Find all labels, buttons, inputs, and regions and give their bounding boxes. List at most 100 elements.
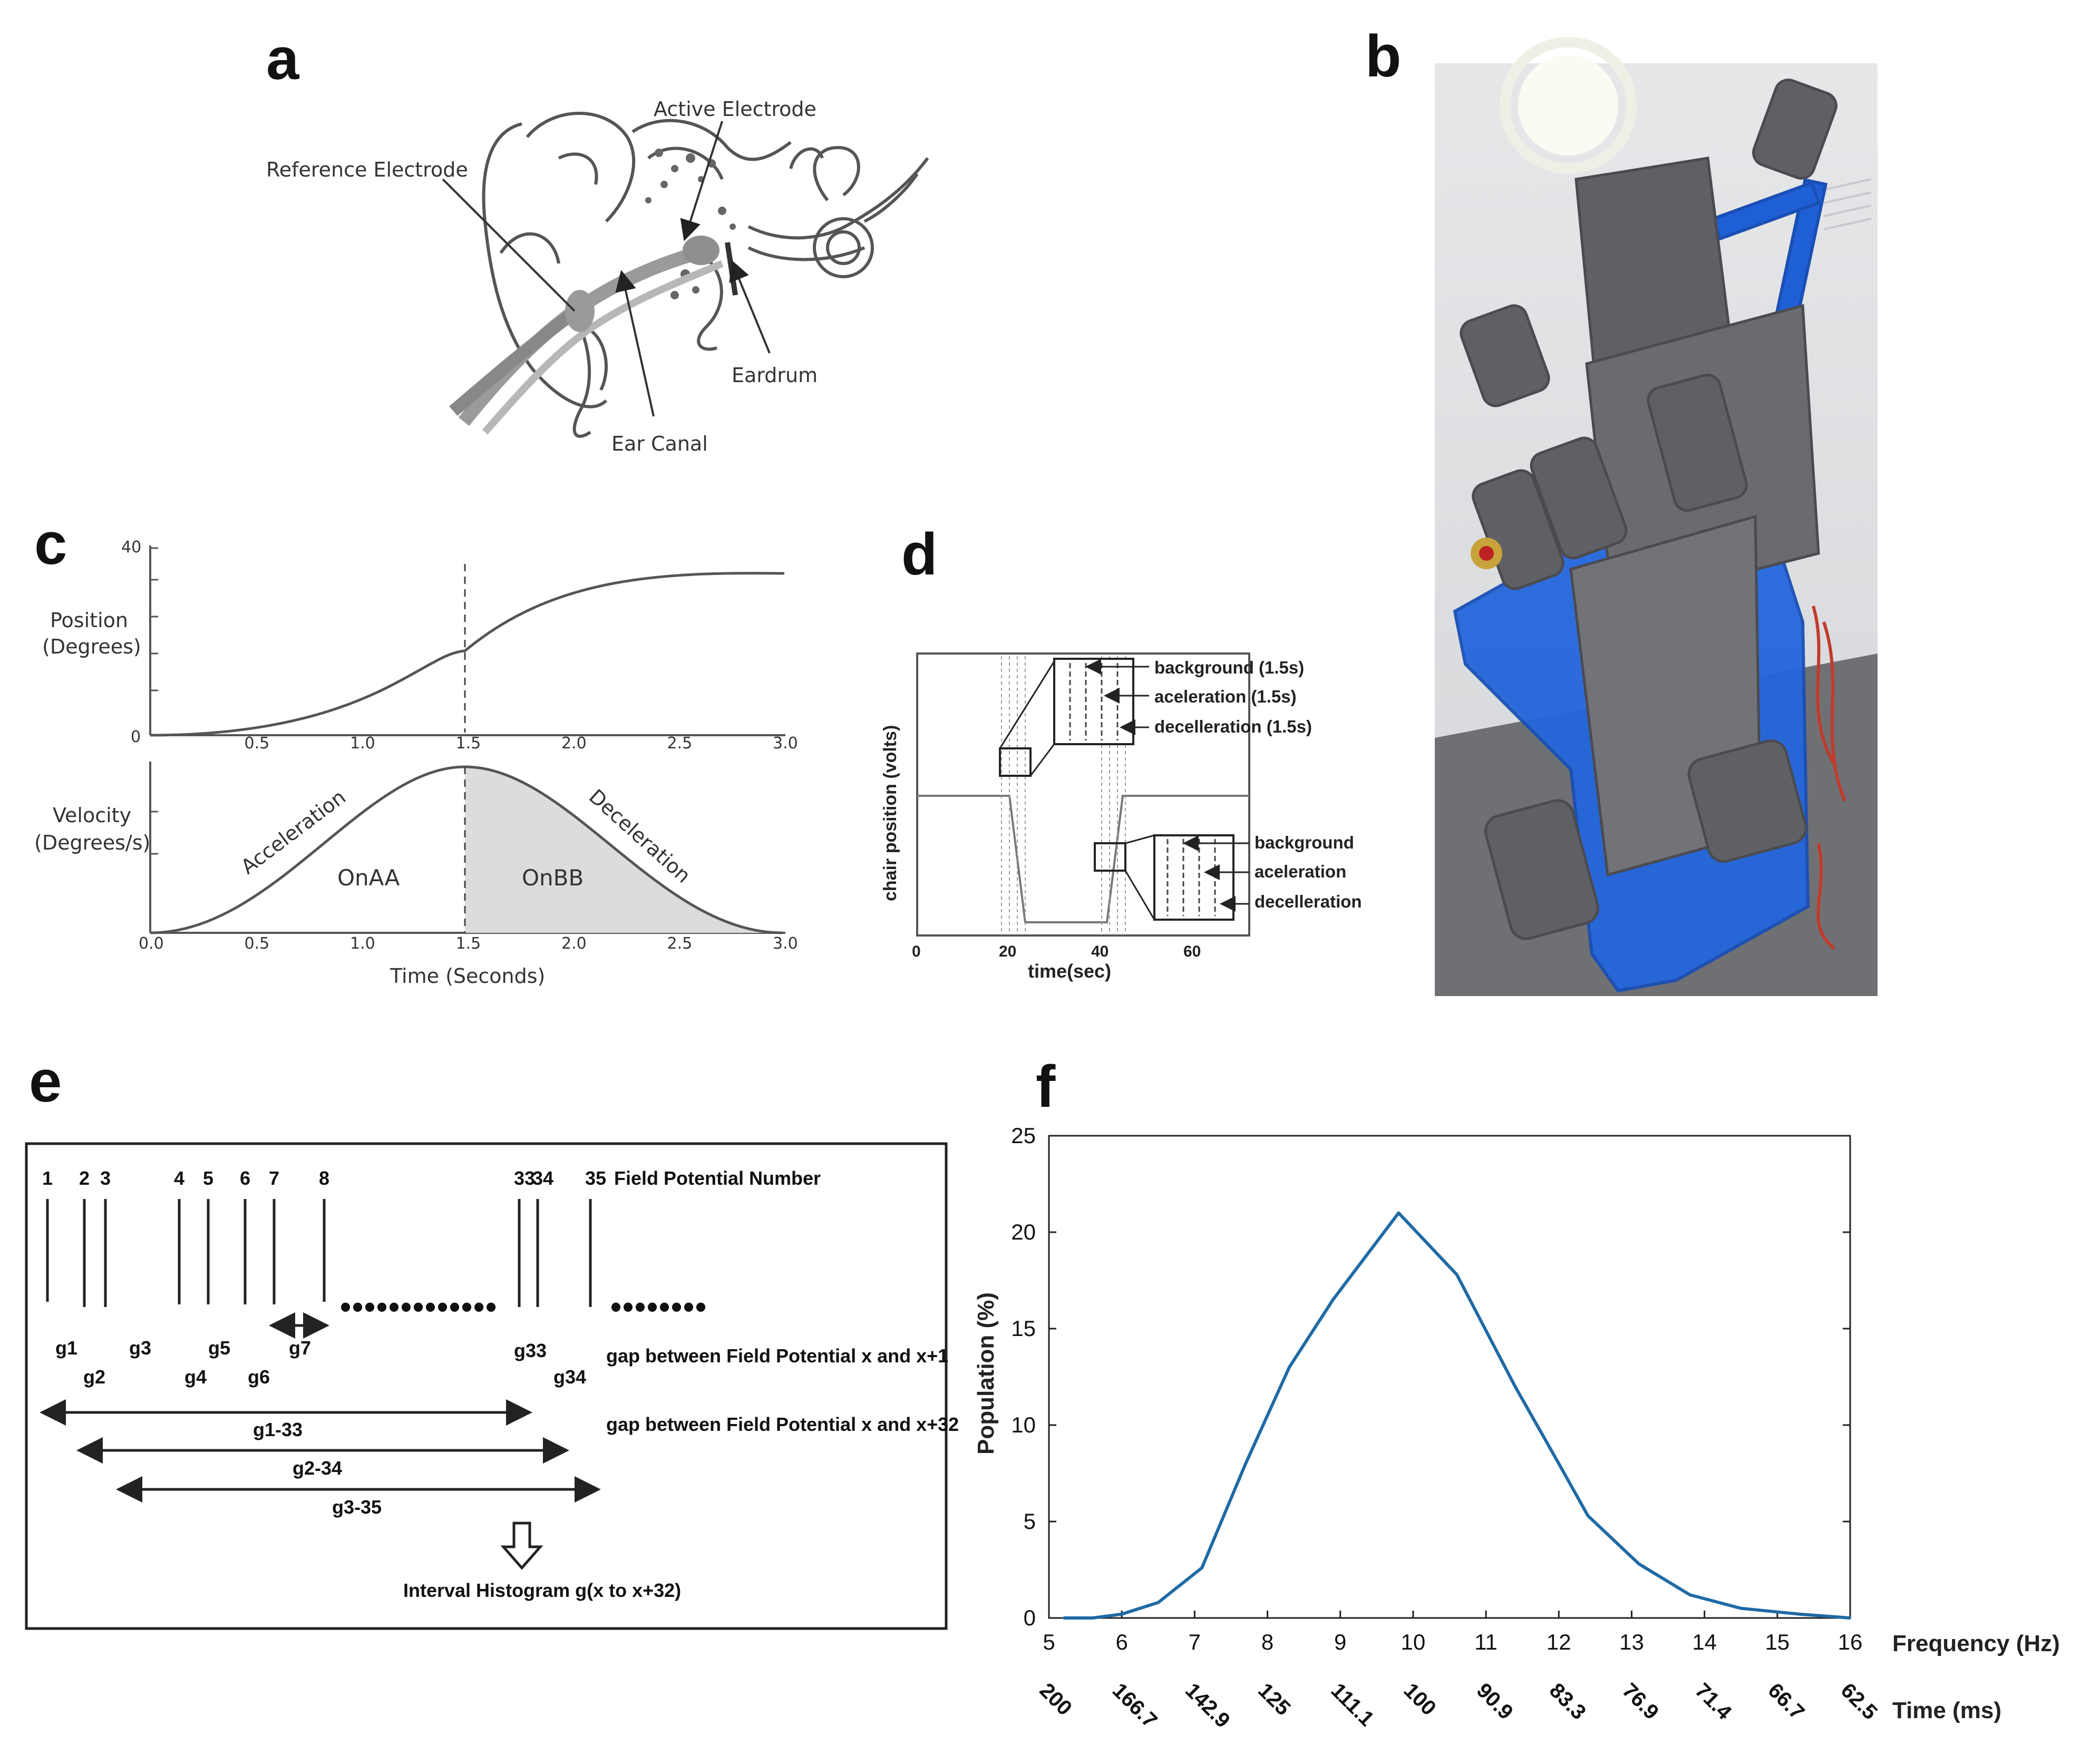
upper-deceleration-label: decelleration (1.5s): [1154, 717, 1312, 736]
lower-background-label: background: [1255, 833, 1354, 852]
data-point: [1849, 1617, 1851, 1619]
x-tick-label: 15: [1765, 1630, 1790, 1654]
pos-xtick: 0.5: [245, 734, 270, 753]
fp-number: 2: [79, 1167, 90, 1189]
chair-position-ylabel: chair position (volts): [880, 725, 900, 901]
x-tick-label: 12: [1547, 1630, 1571, 1654]
vel-xtick: 0.0: [139, 934, 164, 953]
active-electrode-wire: [482, 260, 724, 435]
time-tick-label: 200: [1035, 1679, 1076, 1720]
vel-xtick: 0.5: [245, 934, 270, 953]
velocity-x-ticks: 0.0 0.5 1.0 1.5 2.0 2.5 3.0: [139, 934, 798, 953]
panel-label-a: a: [266, 26, 299, 92]
panel-label-d: d: [901, 521, 937, 587]
data-point: [1091, 1617, 1094, 1619]
x-tick-label: 5: [1043, 1630, 1055, 1654]
time-tick-label: 76.9: [1618, 1679, 1663, 1724]
time-tick-label: 111.1: [1326, 1679, 1378, 1731]
pos-xtick: 1.0: [350, 734, 375, 753]
x-tick-label: 10: [1401, 1630, 1426, 1654]
active-electrode-tip: [683, 236, 720, 265]
data-point: [1739, 1607, 1742, 1610]
data-point: [1288, 1366, 1290, 1369]
time-tick-label: 166.7: [1108, 1679, 1162, 1732]
fp-number: 1: [42, 1167, 53, 1189]
vel-xtick: 1.5: [456, 934, 481, 953]
gap-x32-label: gap between Field Potential x and x+32: [606, 1413, 959, 1435]
data-point: [1689, 1594, 1691, 1596]
data-point: [1062, 1617, 1065, 1619]
velocity-label-1: Velocity: [53, 804, 131, 827]
gap-label: g7: [289, 1337, 311, 1359]
frequency-chart: 051015202552006166.77142.981259111.11010…: [1011, 1123, 1882, 1732]
active-callout-arrow: [680, 121, 723, 241]
reference-electrode-wire: [449, 311, 573, 416]
fp-number: 35: [585, 1167, 606, 1189]
d-xtick: 0: [912, 943, 921, 960]
x-tick-label: 11: [1474, 1630, 1498, 1654]
rotating-chair-photo: [1435, 37, 1878, 996]
panel-c-position-plot: [149, 545, 785, 737]
d-xtick: 40: [1091, 943, 1109, 960]
gap-label: g34: [553, 1366, 586, 1388]
vel-xtick: 3.0: [773, 934, 798, 953]
data-point: [1587, 1515, 1589, 1517]
time-ms-label: Time (ms): [1892, 1698, 2001, 1723]
gap-label: g6: [248, 1366, 270, 1388]
fp-number: 7: [269, 1167, 279, 1189]
gap-label: g1: [55, 1337, 77, 1359]
span-g3-35: g3-35: [332, 1496, 382, 1518]
ear-canal-label: Ear Canal: [611, 432, 708, 455]
vel-xtick: 2.5: [667, 934, 693, 953]
active-electrode-label: Active Electrode: [654, 97, 816, 121]
gap-label: g5: [208, 1337, 230, 1359]
time-tick-label: 66.7: [1763, 1679, 1809, 1724]
d-xtick: 20: [999, 943, 1016, 960]
data-point: [1331, 1299, 1334, 1301]
ear-canal-wall: [458, 241, 719, 426]
acceleration-label: Acceleration: [237, 785, 350, 879]
eardrum-callout-arrow: [729, 259, 771, 354]
pos-tick-0: 0: [131, 728, 141, 746]
data-point: [1245, 1462, 1247, 1465]
y-tick-label: 0: [1024, 1605, 1036, 1630]
ellipsis-dots-1: •••••••••••••: [340, 1289, 498, 1324]
ceiling-lamp: [1518, 55, 1618, 155]
vel-xtick: 2.0: [561, 934, 587, 953]
x-tick-label: 9: [1334, 1630, 1346, 1654]
pos-xtick: 3.0: [773, 734, 798, 753]
pos-tick-40: 40: [121, 538, 141, 557]
panel-label-b: b: [1365, 23, 1401, 89]
x-tick-label: 7: [1189, 1630, 1201, 1654]
position-label-1: Position: [50, 609, 128, 632]
span-g1-33: g1-33: [253, 1419, 303, 1440]
reference-callout-line: [442, 178, 576, 312]
gap-x1-label: gap between Field Potential x and x+1: [606, 1345, 948, 1367]
ear-anatomy-drawing: [482, 112, 929, 438]
interval-histogram-label: Interval Histogram g(x to x+32): [403, 1579, 681, 1601]
time-tick-label: 62.5: [1836, 1679, 1882, 1724]
population-ylabel: Population (%): [973, 1292, 999, 1455]
lower-acceleration-label: aceleration: [1255, 862, 1346, 881]
panel-d-plot: [916, 652, 1250, 937]
gap-label: g2: [83, 1366, 105, 1388]
y-tick-label: 10: [1011, 1412, 1036, 1437]
upper-acceleration-label: aceleration (1.5s): [1154, 687, 1297, 706]
chair-position-trace: [917, 795, 1249, 923]
data-point: [1121, 1613, 1123, 1615]
position-curve: [150, 572, 785, 737]
vel-xtick: 1.0: [350, 934, 375, 953]
down-arrow-icon: [500, 1522, 543, 1570]
fp-number: 4: [174, 1167, 184, 1189]
eardrum-label: Eardrum: [732, 364, 818, 387]
time-tick-label: 125: [1253, 1679, 1295, 1720]
x-tick-label: 16: [1838, 1630, 1863, 1654]
panel-label-c: c: [34, 511, 67, 577]
chart-plot-area: [1048, 1135, 1851, 1619]
data-point: [1558, 1462, 1560, 1465]
velocity-label-2: (Degrees/s): [34, 831, 150, 854]
fp-number: 8: [319, 1167, 329, 1189]
